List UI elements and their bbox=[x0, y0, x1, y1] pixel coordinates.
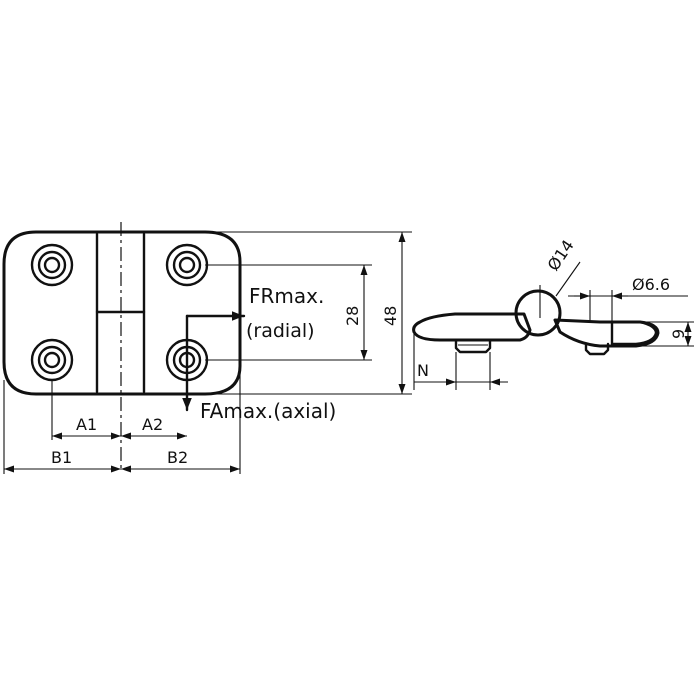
label-dim-n: N bbox=[417, 361, 429, 380]
top-view-dimensions bbox=[3, 231, 412, 474]
label-b1: B1 bbox=[51, 448, 72, 467]
label-a2: A2 bbox=[142, 415, 163, 434]
side-right-leaf-section bbox=[553, 318, 660, 348]
hinge-top-view bbox=[2, 222, 246, 470]
label-b2: B2 bbox=[167, 448, 188, 467]
hinge-outline bbox=[2, 230, 242, 396]
screw-hole-top-left bbox=[30, 243, 74, 287]
side-left-stud bbox=[454, 338, 492, 354]
label-dim-9: 9 bbox=[669, 329, 688, 339]
label-fa-max: FAmax.(axial) bbox=[200, 399, 336, 423]
leader-dia-14 bbox=[555, 261, 581, 297]
side-view-dimensions bbox=[413, 261, 694, 390]
side-right-stud bbox=[584, 342, 610, 356]
label-fr-max: FRmax. bbox=[249, 284, 324, 308]
side-right-insert bbox=[610, 320, 658, 346]
side-knuckle bbox=[514, 289, 562, 337]
label-a1: A1 bbox=[76, 415, 97, 434]
label-dia-6-6: Ø6.6 bbox=[632, 275, 670, 294]
label-dia-14: Ø14 bbox=[544, 236, 578, 274]
hinge-side-view bbox=[412, 285, 660, 356]
screw-hole-bottom-left bbox=[30, 338, 74, 382]
label-dim-28: 28 bbox=[343, 306, 362, 326]
label-dim-48: 48 bbox=[381, 306, 400, 326]
side-left-leaf bbox=[412, 312, 532, 342]
label-fr-radial: (radial) bbox=[246, 320, 315, 342]
screw-hole-top-right bbox=[165, 243, 209, 287]
